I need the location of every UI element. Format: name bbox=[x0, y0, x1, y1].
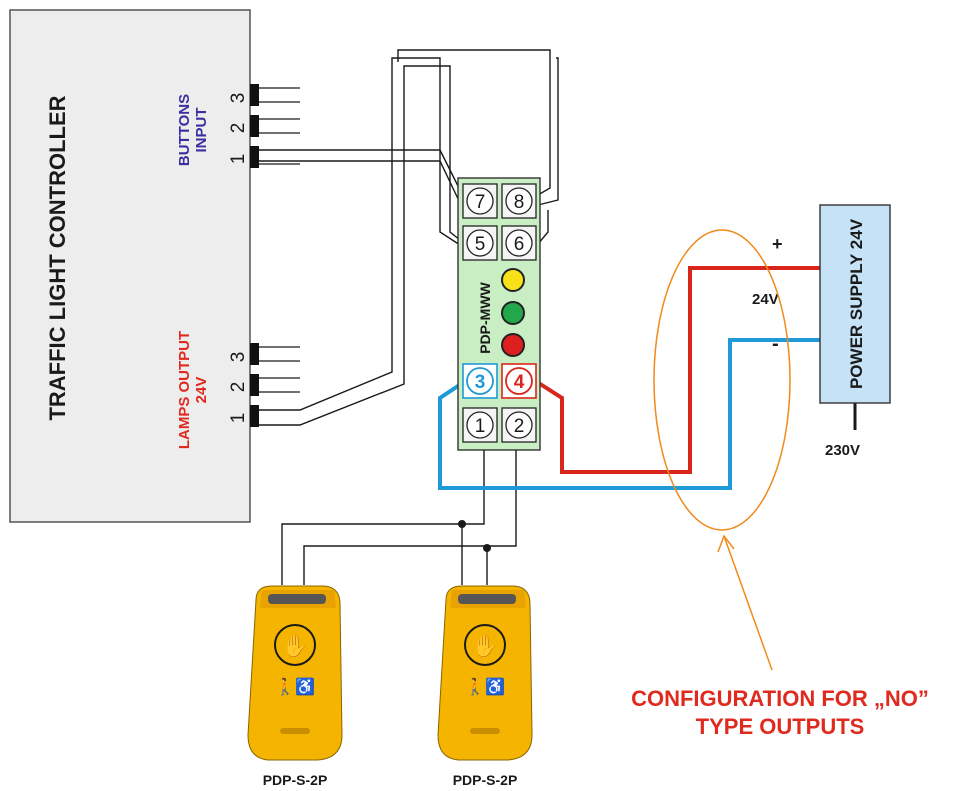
button-sensor bbox=[268, 594, 326, 604]
hand-icon bbox=[464, 624, 506, 666]
junction-dot bbox=[483, 544, 491, 552]
lamps-pin-3: 3 bbox=[228, 352, 249, 363]
buttons-pin-2: 2 bbox=[228, 123, 249, 134]
traffic-light-controller: TRAFFIC LIGHT CONTROLLER BUTTONS INPUT L… bbox=[9, 9, 300, 523]
module-board bbox=[457, 177, 541, 451]
button-connectors bbox=[250, 84, 259, 427]
led-yellow-icon bbox=[501, 268, 525, 292]
pedestrian-wheelchair-icon: 🚶♿ bbox=[465, 677, 505, 696]
buttons-input-label-2: INPUT bbox=[193, 108, 210, 153]
buttons-pin-3: 3 bbox=[228, 93, 249, 104]
button-2-label: PDP-S-2P bbox=[453, 772, 518, 788]
connector-stubs bbox=[259, 87, 300, 393]
terminal-3-circle bbox=[466, 367, 494, 395]
led-green-icon bbox=[501, 301, 525, 325]
terminal-1: 1 bbox=[475, 416, 486, 437]
power-supply: POWER SUPPLY 24V + - 24V 230V bbox=[752, 204, 891, 459]
black-wires bbox=[259, 49, 857, 585]
button-slot bbox=[470, 728, 500, 734]
button-1-label: PDP-S-2P bbox=[263, 772, 328, 788]
pedestrian-button-2: ✋ 🚶♿ bbox=[437, 585, 533, 761]
terminal-2: 2 bbox=[514, 416, 525, 437]
module-name: PDP-MWW bbox=[477, 281, 493, 353]
minus-sign: - bbox=[772, 333, 779, 355]
lamps-pin-2: 2 bbox=[228, 382, 249, 393]
config-caption-line1: CONFIGURATION FOR „NO” bbox=[631, 686, 929, 711]
button-sensor bbox=[458, 594, 516, 604]
terminal-7: 7 bbox=[475, 192, 486, 213]
hand-glyph: ✋ bbox=[471, 633, 498, 658]
power-supply-label: POWER SUPPLY 24V bbox=[847, 218, 866, 389]
highlight-ellipse bbox=[653, 229, 791, 531]
power-supply-box bbox=[819, 204, 891, 404]
buttons-input-label: BUTTONS bbox=[176, 94, 193, 166]
terminal-circles bbox=[466, 187, 533, 439]
hand-icon bbox=[274, 624, 316, 666]
terminal-3: 3 bbox=[475, 372, 486, 393]
lamps-output-voltage: 24V bbox=[193, 377, 210, 404]
plus-sign: + bbox=[772, 234, 783, 254]
output-voltage: 24V bbox=[752, 291, 779, 308]
arrow-icon bbox=[717, 534, 773, 671]
junction-dot bbox=[458, 520, 466, 528]
blue-wire-negative bbox=[438, 338, 820, 490]
terminal-8: 8 bbox=[514, 192, 525, 213]
input-voltage: 230V bbox=[825, 442, 860, 459]
pdp-mww-module: PDP-MWW 7 8 5 6 3 4 1 2 bbox=[457, 177, 541, 451]
buttons-pin-1: 1 bbox=[228, 154, 249, 165]
pedestrian-button-1: ✋ 🚶♿ bbox=[247, 585, 343, 761]
pedestrian-wheelchair-icon: 🚶♿ bbox=[275, 677, 315, 696]
button-body bbox=[437, 585, 533, 761]
button-body bbox=[247, 585, 343, 761]
button-slot bbox=[280, 728, 310, 734]
terminal-4-circle bbox=[505, 367, 533, 395]
controller-box bbox=[9, 9, 251, 523]
led-red-icon bbox=[501, 333, 525, 357]
lamps-output-label: LAMPS OUTPUT bbox=[176, 331, 193, 449]
red-wire-positive bbox=[535, 266, 820, 474]
lamps-pin-1: 1 bbox=[228, 413, 249, 424]
config-caption-line2: TYPE OUTPUTS bbox=[696, 714, 865, 739]
terminal-6: 6 bbox=[514, 234, 525, 255]
terminal-5: 5 bbox=[475, 234, 486, 255]
terminal-4: 4 bbox=[514, 372, 525, 393]
controller-title: TRAFFIC LIGHT CONTROLLER bbox=[45, 95, 70, 420]
hand-glyph: ✋ bbox=[281, 633, 308, 658]
